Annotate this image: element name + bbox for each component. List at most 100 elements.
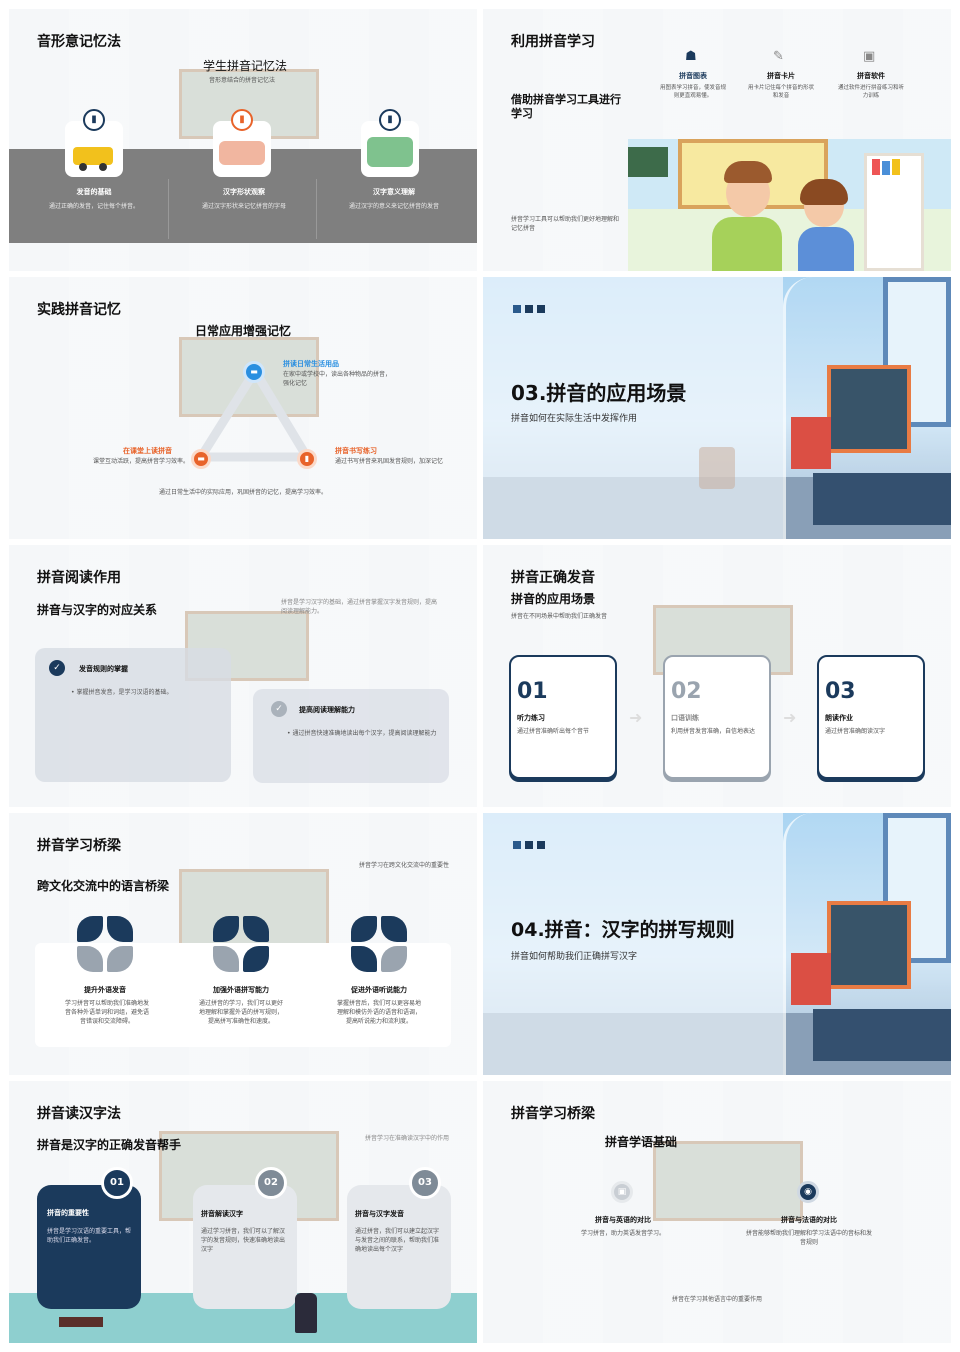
square-marker [537, 841, 545, 849]
card-number: 01 [517, 679, 548, 704]
slide-5[interactable]: 拼音阅读作用 拼音与汉字的对应关系 拼音是学习汉字的基础，通过拼音掌握汉字发音规… [9, 545, 477, 807]
slide-9[interactable]: 拼音读汉字法 拼音是汉字的正确发音帮手 拼音学习在准确读汉字中的作用 拼音的重要… [9, 1081, 477, 1343]
slide-title: 实践拼音记忆 [37, 302, 121, 318]
card-label: 拼音的重要性 [47, 1209, 89, 1217]
card-desc: 拼音是学习汉语的重要工具，帮助我们正确发音。 [47, 1228, 132, 1244]
card-bullet: • 通过拼音快速准确地读出每个汉字，提高阅读理解能力 [287, 730, 437, 737]
footer-text: 拼音在学习其他语言中的重要作用 [671, 1296, 762, 1303]
slide-title: 拼音读汉字法 [37, 1106, 121, 1122]
heading: 日常应用增强记忆 [195, 324, 292, 338]
item-desc: 通过软件进行拼音练习和听力训练 [837, 85, 904, 99]
item-desc: 学习拼音可以帮助我们准确地发音各种外语单词和词组，避免语音错误和交流障碍。 [65, 1000, 150, 1025]
slide-subtitle: 拼音的应用场景 [511, 592, 596, 606]
divider [316, 179, 317, 239]
card-02[interactable]: 02 口语训练 利用拼音发音准确，自信地表达 [663, 655, 771, 779]
bullet-text: 掌握拼音发音，是学习汉语的基础。 [76, 689, 173, 696]
item-label: 拼音软件 [857, 72, 885, 80]
card-2[interactable]: ✓ 提高阅读理解能力 • 通过拼音快速准确地读出每个汉字，提高阅读理解能力 [253, 689, 449, 783]
item-label: 加强外语拼写能力 [213, 986, 269, 994]
item-label: 拼音与法语的对比 [781, 1216, 837, 1224]
item-label: 汉字意义理解 [373, 188, 415, 196]
red-binders [791, 953, 831, 1005]
card-label: 口语训练 [671, 714, 699, 722]
item-desc: 通过正确的发音，记住每个拼音。 [48, 203, 139, 210]
item-desc: 掌握拼音后，我们可以更容易地理解和模仿外语的语音和语调，提高听说能力和流利度。 [337, 1000, 422, 1025]
card-01[interactable]: 01 听力练习 通过拼音准确听出每个音节 [509, 655, 617, 779]
card-01[interactable]: 拼音的重要性 拼音是学习汉语的重要工具，帮助我们正确发音。 [37, 1185, 141, 1309]
frost-panel [483, 277, 783, 539]
item-label: 拼音图表 [679, 72, 707, 80]
slide-3[interactable]: 实践拼音记忆 日常应用增强记忆 ▬ ▬ ▮ 拼读日常生活用品 在家中或学校中，读… [9, 277, 477, 539]
stool-illustration [59, 1317, 103, 1327]
card-02[interactable]: 拼音解读汉字 通过学习拼音，我们可以了解汉字的发音规则，快速准确地读出汉字 [193, 1185, 297, 1309]
slide-8[interactable]: 04.拼音：汉字的拼写规则 拼音如何帮助我们正确拼写汉字 [483, 813, 951, 1075]
square-marker [513, 305, 521, 313]
section-title: 04.拼音：汉字的拼写规则 [511, 919, 735, 941]
card-label: 发音规则的掌握 [79, 665, 128, 673]
right-label: 拼音书写练习 [335, 447, 377, 455]
arrow-icon: ➜ [629, 708, 643, 727]
bus-illustration [65, 121, 123, 177]
chalkboard-decoration [179, 69, 319, 139]
blackboard [827, 901, 911, 989]
item-desc: 拼音能够帮助我们理解和学习法语中的音标和发音规则 [745, 1230, 872, 1246]
subheading: 音形意结合的拼音记忆法 [209, 77, 276, 84]
check-icon: ✓ [49, 660, 65, 676]
square-marker [537, 305, 545, 313]
slide-7[interactable]: 拼音学习桥梁 跨文化交流中的语言桥梁 拼音学习在跨文化交流中的重要性 提升外语发… [9, 813, 477, 1075]
computer-icon: ▣ [611, 1181, 633, 1203]
slide-title: 利用拼音学习 [511, 34, 595, 50]
frost-panel-right [783, 277, 951, 539]
chart-badge-icon: ▮ [231, 109, 253, 131]
slide-4[interactable]: 03.拼音的应用场景 拼音如何在实际生活中发挥作用 [483, 277, 951, 539]
square-marker [525, 305, 533, 313]
item-label: 拼音卡片 [767, 72, 795, 80]
card-label: 朗读作业 [825, 714, 853, 722]
left-desc: 课堂互动活跃，提高拼音学习效率。 [92, 458, 189, 465]
card-desc: 通过拼音准确朗读汉字 [825, 728, 886, 735]
square-marker [513, 841, 521, 849]
frost-panel [483, 813, 783, 1075]
card-label: 提高阅读理解能力 [299, 706, 355, 714]
note-text: 拼音学习在准确读汉字中的作用 [365, 1135, 450, 1142]
microscope-illustration [295, 1293, 317, 1333]
divider [168, 179, 169, 239]
triangle-diagram [192, 362, 315, 462]
card-03[interactable]: 03 朗读作业 通过拼音准确朗读汉字 [817, 655, 925, 779]
item-label: 发音的基础 [76, 188, 112, 196]
note-text: 拼音学习在跨文化交流中的重要性 [359, 862, 450, 869]
number-badge: 03 [409, 1167, 441, 1199]
card-label: 拼音解读汉字 [201, 1210, 243, 1218]
item-desc: 用卡片记住每个拼音的形状和发音 [747, 85, 814, 99]
blackboard [827, 365, 911, 453]
heading: 拼音学语基础 [605, 1135, 678, 1149]
chart-badge-icon: ▮ [379, 109, 401, 131]
item-desc: 学习拼音，助力英语发音学习。 [580, 1230, 665, 1237]
card-desc: 通过学习拼音，我们可以了解汉字的发音规则，快速准确地读出汉字 [201, 1228, 286, 1253]
card-03[interactable]: 拼音与汉字发音 通过拼音，我们可以建立起汉字与发音之间的联系，帮助我们准确地读出… [347, 1185, 451, 1309]
slide-10[interactable]: 拼音学习桥梁 拼音学语基础 ▣ ◉ 拼音与英语的对比 学习拼音，助力英语发音学习… [483, 1081, 951, 1343]
slide-2[interactable]: 利用拼音学习 借助拼音学习工具进行学习 拼音学习工具可以帮助我们更好地理解和记忆… [483, 9, 951, 271]
card-number: 03 [825, 679, 856, 704]
kids-illustration [628, 139, 951, 271]
book-icon: ▬ [191, 449, 211, 469]
chat-icon: ▬ [243, 361, 265, 383]
item-label: 汉字形状观察 [223, 188, 265, 196]
item-desc: 通过拼音的学习，我们可以更好地理解和掌握外语的拼写规则，提高拼写准确性和速度。 [199, 1000, 284, 1025]
card-1[interactable]: ✓ 发音规则的掌握 • 掌握拼音发音，是学习汉语的基础。 [35, 648, 231, 782]
slide-6[interactable]: 拼音正确发音 拼音的应用场景 拼音在不同场景中帮助我们正确发音 01 听力练习 … [483, 545, 951, 807]
leaf-icon [213, 916, 269, 972]
leaf-icon [77, 916, 133, 972]
note-text: 拼音在不同场景中帮助我们正确发音 [511, 613, 608, 620]
pen-icon: ✎ [773, 49, 784, 64]
doc-icon: ▮ [297, 449, 317, 469]
slide-subtitle: 跨文化交流中的语言桥梁 [37, 879, 170, 893]
item-label: 拼音与英语的对比 [595, 1216, 651, 1224]
leaf-icon [351, 916, 407, 972]
item-label: 提升外语发音 [84, 986, 126, 994]
number-badge: 02 [255, 1167, 287, 1199]
item-label: 促进外语听说能力 [351, 986, 407, 994]
slide-1[interactable]: 音形意记忆法 学生拼音记忆法 音形意结合的拼音记忆法 ▮ ▮ ▮ 发音的基础 通… [9, 9, 477, 271]
note-text: 拼音是学习汉字的基础，通过拼音掌握汉字发音规则，提高阅读理解能力。 [281, 599, 438, 615]
section-title: 03.拼音的应用场景 [511, 381, 687, 405]
